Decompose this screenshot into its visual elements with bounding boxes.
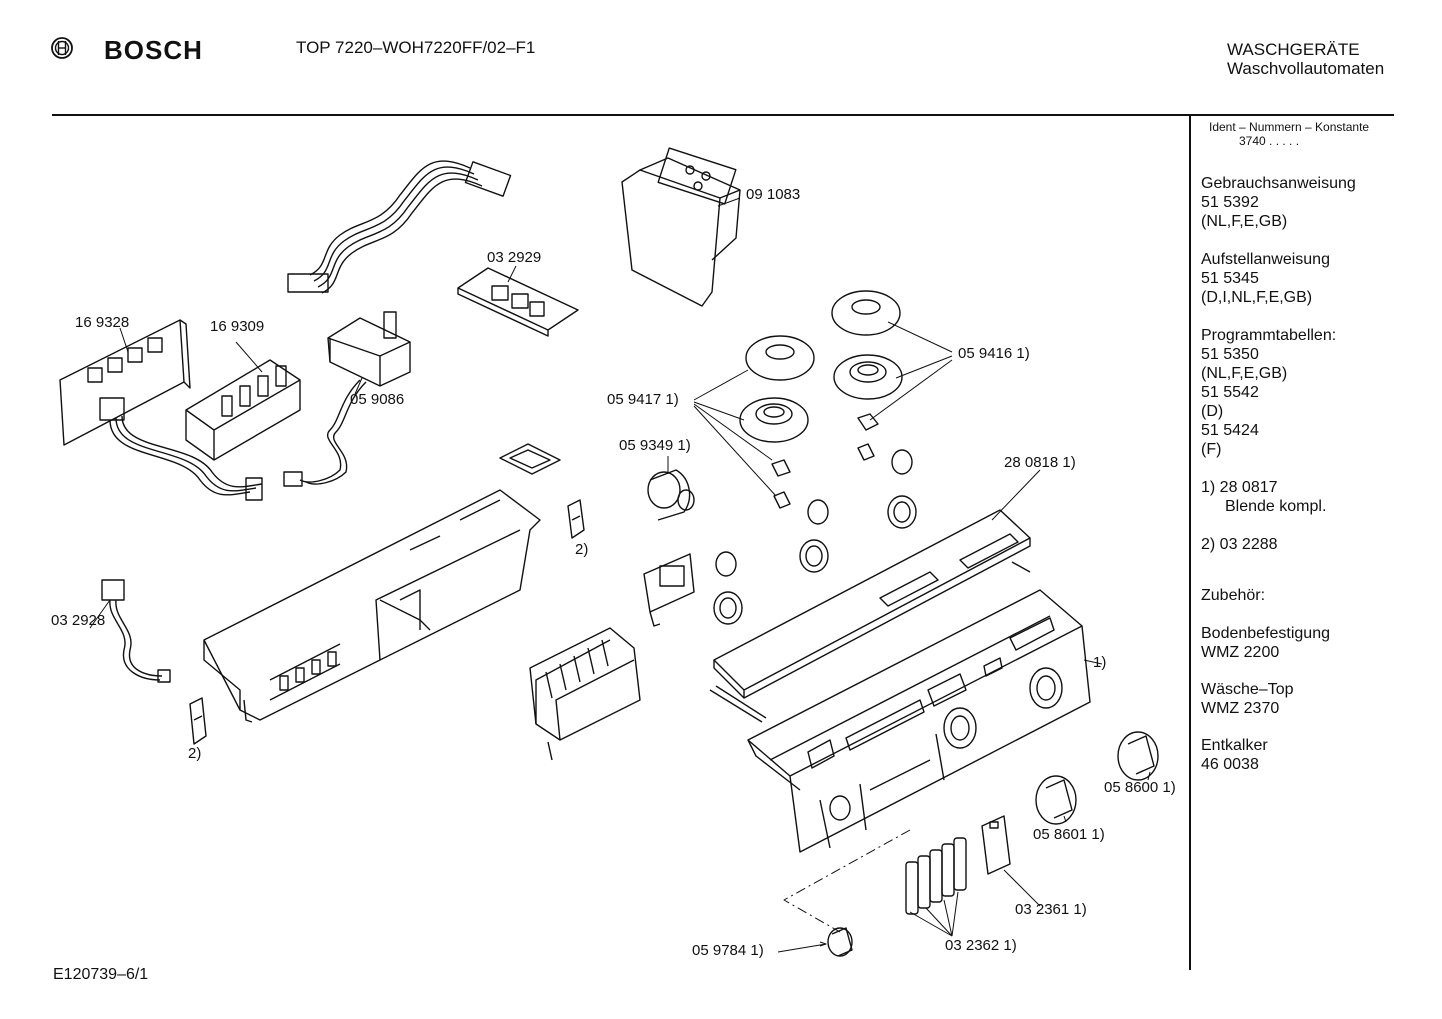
note-1-text: Blende kompl. <box>1225 498 1327 515</box>
doc-languages: (F) <box>1201 441 1222 458</box>
part-label: 03 2928 <box>51 612 106 629</box>
doc-languages: (NL,F,E,GB) <box>1201 365 1288 382</box>
pcb-032929 <box>458 268 578 336</box>
knob-059784 <box>828 928 852 956</box>
part-label: 05 9086 <box>350 391 405 408</box>
part-label: 03 2362 1) <box>945 937 1017 954</box>
sidebar: Ident – Nummern – Konstante 3740 . . . .… <box>1201 120 1431 774</box>
accessory-code: WMZ 2370 <box>1201 700 1280 717</box>
note-2: 2) 03 2288 <box>1201 536 1278 553</box>
doc-number: 51 5345 <box>1201 270 1259 287</box>
accessory-name: Bodenbefestigung <box>1201 625 1330 642</box>
motor-059349 <box>648 470 694 520</box>
part-label: 09 1083 <box>746 186 801 203</box>
accessory-code: WMZ 2200 <box>1201 644 1280 661</box>
switch-block-169309 <box>186 360 300 460</box>
doc-number: 51 5424 <box>1201 422 1259 439</box>
ident-value: 3740 . . . . . <box>1239 134 1300 148</box>
part-label: 1) <box>1093 654 1107 671</box>
ribbon-cable-top <box>288 161 511 293</box>
programmer-module <box>530 628 640 760</box>
note-1: 1) 28 0817 Blende kompl. <box>1201 478 1431 516</box>
part-label: 2) <box>575 541 589 558</box>
accessory-name: Wäsche–Top <box>1201 681 1294 698</box>
accessories-label: Zubehör: <box>1201 587 1266 604</box>
main-chassis-frame <box>204 490 540 722</box>
part-label: 05 8600 1) <box>1104 779 1176 796</box>
ribbon-cable-left <box>110 416 262 500</box>
panel-169328 <box>60 320 190 445</box>
part-label: 05 9349 1) <box>619 437 691 454</box>
doc-languages: (D) <box>1201 403 1224 420</box>
doc-languages: (D,I,NL,F,E,GB) <box>1201 289 1313 306</box>
accessory-item: Wäsche–Top WMZ 2370 <box>1201 680 1431 718</box>
doc-number: 51 5392 <box>1201 194 1259 211</box>
category-line1: WASCHGERÄTE <box>1227 40 1360 59</box>
doc-title: Aufstellanweisung <box>1201 251 1330 268</box>
doc-number: 51 5350 <box>1201 346 1259 363</box>
assembly-line-dashed <box>784 830 910 932</box>
accessory-code: 46 0038 <box>1201 756 1259 773</box>
part-label: 2) <box>188 745 202 762</box>
knob-058600 <box>1118 732 1158 780</box>
accessory-name: Entkalker <box>1201 737 1268 754</box>
ident-label: Ident – Nummern – Konstante <box>1209 120 1370 134</box>
component-091083 <box>622 148 740 306</box>
window-frame-small <box>500 444 560 474</box>
accessory-item: Entkalker 46 0038 <box>1201 736 1431 774</box>
part-label: 16 9328 <box>75 314 130 331</box>
leader-lines <box>90 198 1150 952</box>
note-1-number: 1) 28 0817 <box>1201 479 1278 496</box>
part-label: 05 9417 1) <box>607 391 679 408</box>
pcb-bracket <box>644 554 694 626</box>
knob-clips <box>772 414 878 508</box>
button-032361 <box>982 816 1010 874</box>
part-label: 05 9416 1) <box>958 345 1030 362</box>
brand-name: BOSCH <box>104 35 203 65</box>
sensor-cable-032928 <box>102 580 170 682</box>
actuator-059086 <box>284 312 410 486</box>
model-title: TOP 7220–WOH7220FF/02–F1 <box>296 38 536 57</box>
part-label: 03 2361 1) <box>1015 901 1087 918</box>
part-label: 03 2929 <box>487 249 542 266</box>
doc-title: Programmtabellen: <box>1201 327 1337 344</box>
bosch-logo <box>50 36 74 65</box>
bosch-armature-icon <box>51 37 73 59</box>
part-label: 05 8601 1) <box>1033 826 1105 843</box>
header-divider <box>52 114 1394 116</box>
clip-part-left <box>190 698 206 744</box>
drawing-code: E120739–6/1 <box>53 966 149 983</box>
doc-block-installation: Aufstellanweisung 51 5345 (D,I,NL,F,E,GB… <box>1201 250 1431 307</box>
doc-block-manual: Gebrauchsanweisung 51 5392 (NL,F,E,GB) <box>1201 174 1431 231</box>
doc-title: Gebrauchsanweisung <box>1201 175 1356 192</box>
category-line2: Waschvollautomaten <box>1227 59 1385 78</box>
part-label: 16 9309 <box>210 318 265 335</box>
accessory-item: Bodenbefestigung WMZ 2200 <box>1201 624 1431 662</box>
gear-knobs <box>714 450 916 624</box>
clip-part-right <box>568 500 584 538</box>
part-label: 05 9784 1) <box>692 942 764 959</box>
knob-disks <box>740 291 902 442</box>
program-buttons-032362 <box>906 838 966 914</box>
knob-058601 <box>1036 776 1076 824</box>
doc-block-program-tables: Programmtabellen: 51 5350 (NL,F,E,GB) 51… <box>1201 326 1431 459</box>
doc-languages: (NL,F,E,GB) <box>1201 213 1288 230</box>
control-panel-blende <box>748 590 1090 852</box>
doc-number: 51 5542 <box>1201 384 1259 401</box>
part-label: 28 0818 1) <box>1004 454 1076 471</box>
sidebar-divider <box>1189 116 1191 970</box>
window-panel-280818 <box>710 510 1030 722</box>
